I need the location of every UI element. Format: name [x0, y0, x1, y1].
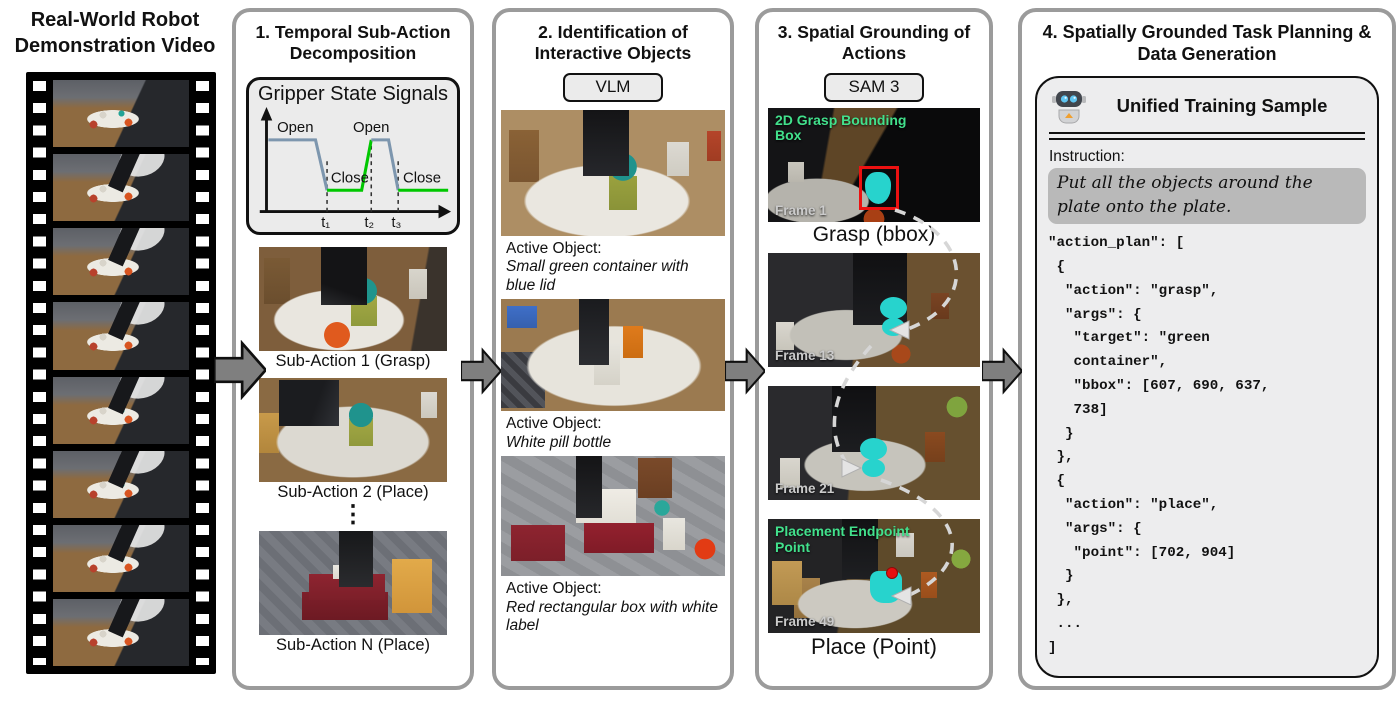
- active-object-1-image: [501, 109, 725, 236]
- active-object-3-image: [501, 456, 725, 577]
- panel3-title: 3. Spatial Grounding of Actions: [777, 22, 971, 64]
- gripper-signal-plot: Open Open Close Close t₁ t₂ t₃: [259, 106, 452, 229]
- active-object-3-desc: Red rectangular box with white label: [506, 598, 718, 635]
- grounding-frame-1-image: 2D Grasp Bounding Box Frame 1: [768, 107, 980, 222]
- grounding-frame-49-image: Placement Endpoint Point Frame 49: [768, 518, 980, 633]
- tick-t2: t₂: [365, 215, 375, 229]
- video-frame: [53, 598, 189, 666]
- video-column: Real-World Robot Demonstration Video: [4, 8, 226, 698]
- gripper-open-segment-2: [371, 138, 400, 191]
- active-object-2-image: [501, 299, 725, 412]
- active-object-2-desc: White pill bottle: [506, 433, 612, 451]
- panel-temporal-decomposition: 1. Temporal Sub-Action Decomposition Gri…: [232, 8, 474, 690]
- placement-endpoint-dot: [886, 566, 898, 579]
- vlm-badge: VLM: [563, 72, 663, 102]
- frame-21-tag: Frame 21: [775, 480, 835, 496]
- film-sprockets-left-icon: [33, 81, 46, 665]
- x-axis-arrow-icon: [438, 204, 452, 219]
- film-sprockets-right-icon: [196, 81, 209, 665]
- frame-49-tag: Frame 49: [775, 613, 835, 629]
- action-plan-code: "action_plan": [ { "action": "grasp", "a…: [1048, 235, 1270, 656]
- panel-spatial-grounding: 3. Spatial Grounding of Actions SAM 3 2D…: [755, 8, 993, 690]
- grasp-bbox-overlay-label: 2D Grasp Bounding Box: [775, 111, 907, 144]
- video-frame: [53, 450, 189, 518]
- subaction-n-caption: Sub-Action N (Place): [275, 636, 431, 655]
- instruction-text: Put all the objects around the plate ont…: [1048, 168, 1366, 225]
- film-strip: [26, 72, 216, 674]
- subaction-1-caption: Sub-Action 1 (Grasp): [275, 351, 431, 370]
- vertical-ellipsis: ⋮: [341, 500, 365, 528]
- close-label-2: Close: [403, 169, 441, 186]
- object-mask: [880, 296, 907, 319]
- tick-t3: t₃: [391, 215, 401, 229]
- flow-arrow-icon: [461, 347, 501, 395]
- video-frame: [53, 154, 189, 222]
- panel-object-identification: 2. Identification of Interactive Objects…: [492, 8, 734, 690]
- subaction-2-caption: Sub-Action 2 (Place): [277, 483, 429, 502]
- active-object-1-desc: Small green container with blue lid: [506, 258, 689, 294]
- video-frame: [53, 302, 189, 370]
- open-label-2: Open: [353, 119, 389, 136]
- y-axis-arrow-icon: [260, 106, 273, 121]
- active-object-2-label: Active Object:: [506, 415, 602, 433]
- gripper-open-segment-1: [268, 138, 329, 191]
- active-object-1-label: Active Object:: [506, 239, 602, 257]
- instruction-label: Instruction:: [1049, 148, 1125, 165]
- film-frames: [53, 80, 189, 666]
- video-frame: [53, 80, 189, 148]
- card-header: Unified Training Sample: [1037, 78, 1377, 128]
- video-column-title: Real-World Robot Demonstration Video: [14, 9, 216, 57]
- object-mask: [865, 171, 891, 204]
- sam3-badge: SAM 3: [824, 72, 924, 102]
- placement-endpoint-overlay-label: Placement Endpoint Point: [775, 522, 910, 555]
- panel4-title: 4. Spatially Grounded Task Planning & Da…: [1042, 22, 1372, 64]
- grounding-frame-13-image: Frame 13: [768, 252, 980, 367]
- subaction-1-image: [259, 246, 447, 351]
- tick-t1: t₁: [321, 215, 330, 229]
- open-label-1: Open: [277, 119, 313, 136]
- subaction-n-image: [259, 531, 447, 636]
- flow-arrow-icon: [725, 347, 765, 395]
- gripper-close-segment-1: [327, 139, 373, 192]
- frame-13-tag: Frame 13: [775, 347, 835, 363]
- gripper-signal-title: Gripper State Signals: [257, 82, 449, 105]
- double-rule-divider: [1049, 132, 1365, 140]
- video-frame: [53, 376, 189, 444]
- panel-task-planning: 4. Spatially Grounded Task Planning & Da…: [1018, 8, 1396, 690]
- place-caption: Place (Point): [811, 633, 937, 659]
- flow-arrow-icon: [982, 347, 1022, 395]
- grasp-bounding-box: [859, 165, 899, 210]
- object-mask: [860, 437, 887, 460]
- unified-training-sample-card: Unified Training Sample Instruction: Put…: [1035, 76, 1379, 678]
- panel2-title: 2. Identification of Interactive Objects: [534, 22, 692, 64]
- frame-1-tag: Frame 1: [775, 202, 827, 218]
- panel1-title: 1. Temporal Sub-Action Decomposition: [255, 22, 451, 64]
- gripper-signal-box: Gripper State Signals Open Open Close Cl…: [246, 76, 460, 235]
- video-frame: [53, 524, 189, 592]
- robot-icon: [1052, 91, 1086, 124]
- flow-arrow-icon: [214, 340, 266, 400]
- video-frame: [53, 228, 189, 296]
- subaction-2-image: [259, 378, 447, 483]
- grounding-frame-21-image: Frame 21: [768, 385, 980, 500]
- active-object-3-label: Active Object:: [506, 580, 602, 598]
- close-label-1: Close: [331, 169, 369, 186]
- card-header-title: Unified Training Sample: [1116, 95, 1328, 116]
- grasp-caption: Grasp (bbox): [812, 222, 936, 246]
